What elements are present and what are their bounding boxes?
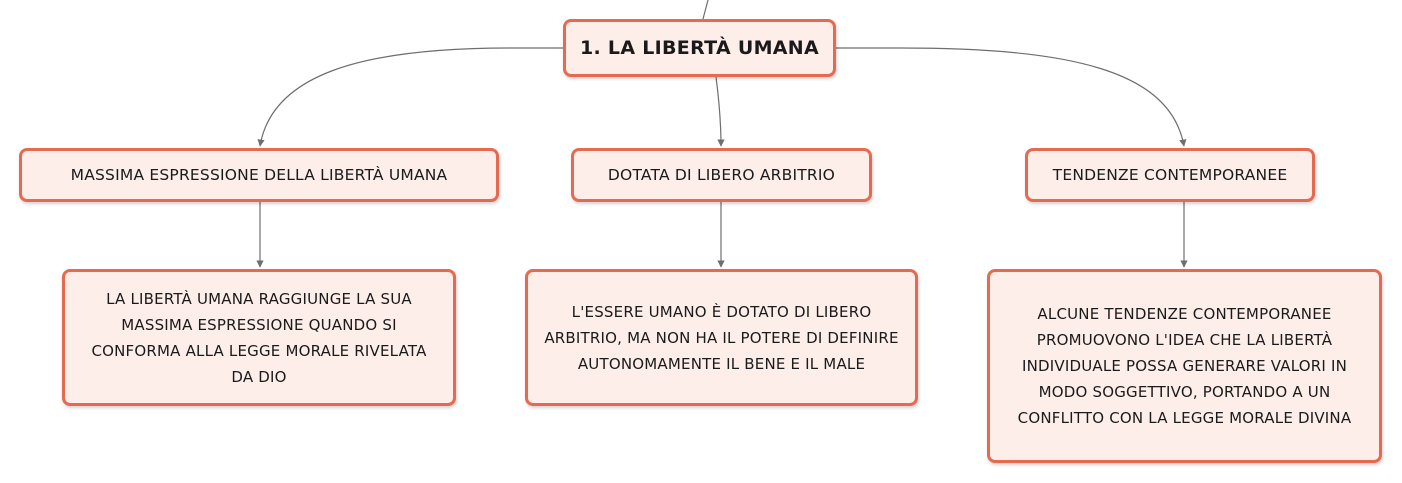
root-node-label: 1. LA LIBERTÀ UMANA [579, 37, 820, 59]
branch-node-tendenze-contemporanee[interactable]: TENDENZE CONTEMPORANEE [1025, 148, 1315, 202]
connector-root-to-branch-1 [257, 47, 563, 147]
detail-node-text: LA LIBERTÀ UMANA RAGGIUNGE LA SUA MASSIM… [91, 289, 427, 386]
connector-root-to-branch-2 [715, 76, 725, 147]
connector-root-to-branch-3 [836, 47, 1187, 147]
detail-node-text: ALCUNE TENDENZE CONTEMPORANEE PROMUOVONO… [1017, 305, 1352, 427]
branch-node-label: MASSIMA ESPRESSIONE DELLA LIBERTÀ UMANA [70, 166, 448, 184]
branch-node-label: DOTATA DI LIBERO ARBITRIO [607, 166, 836, 184]
branch-node-label: TENDENZE CONTEMPORANEE [1052, 166, 1288, 184]
detail-node-tendenze-contemporanee[interactable]: ALCUNE TENDENZE CONTEMPORANEE PROMUOVONO… [987, 269, 1382, 463]
branch-node-libero-arbitrio[interactable]: DOTATA DI LIBERO ARBITRIO [571, 148, 872, 202]
detail-node-text: L'ESSERE UMANO È DOTATO DI LIBERO ARBITR… [544, 302, 899, 373]
detail-node-massima-espressione[interactable]: LA LIBERTÀ UMANA RAGGIUNGE LA SUA MASSIM… [62, 269, 456, 406]
branch-node-massima-espressione[interactable]: MASSIMA ESPRESSIONE DELLA LIBERTÀ UMANA [19, 148, 499, 202]
root-node[interactable]: 1. LA LIBERTÀ UMANA [563, 19, 836, 77]
incoming-connector [702, 0, 709, 20]
detail-node-libero-arbitrio[interactable]: L'ESSERE UMANO È DOTATO DI LIBERO ARBITR… [525, 269, 918, 406]
